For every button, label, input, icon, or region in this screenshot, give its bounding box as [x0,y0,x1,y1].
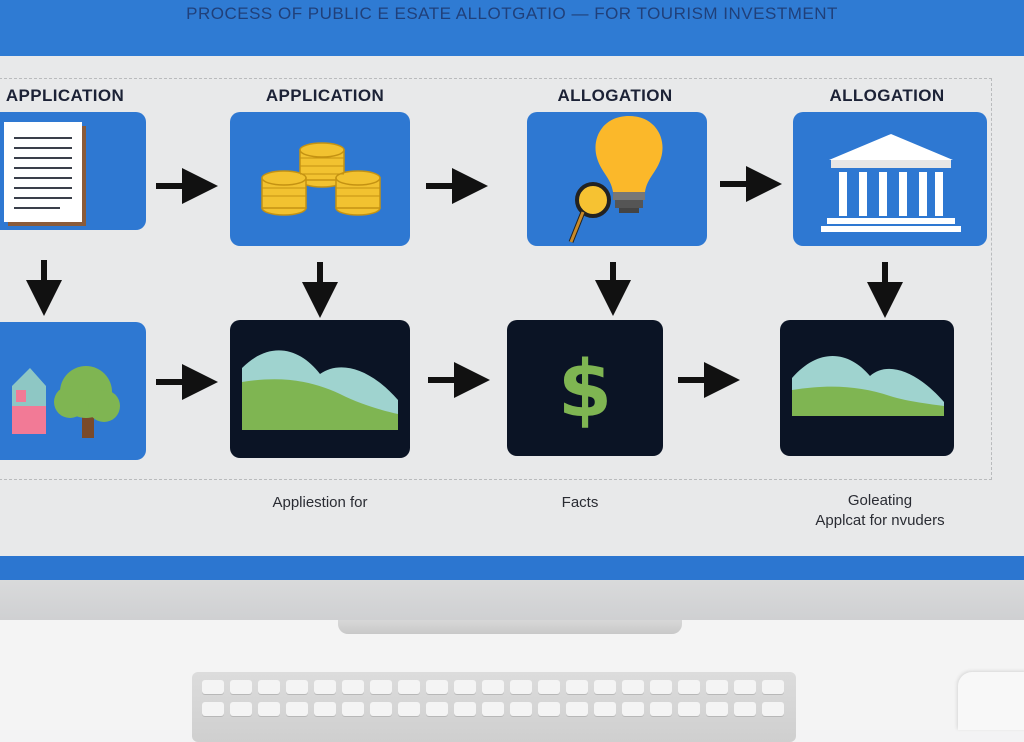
caption-col4-line2: Applcat for nvuders [815,512,945,529]
stage-label-3: ALLOGATION [557,86,673,105]
bank-building-icon [821,134,961,232]
stage-label-1: APPLICATION [5,86,125,105]
landscape-icon [242,350,398,430]
card-application-coins [230,112,410,246]
diagram-frame [0,78,992,480]
dollar-icon: $ [558,345,612,435]
diagram-title: PROCESS OF PUBLIC E ESATE ALLOTGATIO — F… [186,4,838,23]
caption-col2: Appliestion for [272,494,368,511]
landscape-icon [792,355,944,416]
monitor-stand [338,620,682,634]
coins-icon [261,142,381,216]
lightbulb-magnifier-icon [568,116,663,243]
house-tree-icon [12,366,120,438]
stage-label-4: ALLOGATION [829,86,945,105]
flow-arrows [26,166,903,400]
caption-col4-line1: Goleating [847,492,913,509]
card-application-document [0,112,146,230]
monitor-bottom-bar [0,556,1024,580]
card-landscape-2 [780,320,954,456]
mouse [958,672,1024,730]
card-allocation-bank [793,112,987,246]
card-finance: $ [507,320,663,456]
svg-text:$: $ [558,345,612,435]
card-property [0,322,146,460]
card-allocation-idea [527,112,707,246]
caption-col3: Facts [561,494,599,511]
keyboard [192,672,796,742]
card-landscape-1 [230,320,410,458]
document-icon [4,122,86,226]
monitor-bezel [0,580,1024,620]
monitor-top-bar [0,0,1024,56]
stage-label-2: APPLICATION [265,86,385,105]
